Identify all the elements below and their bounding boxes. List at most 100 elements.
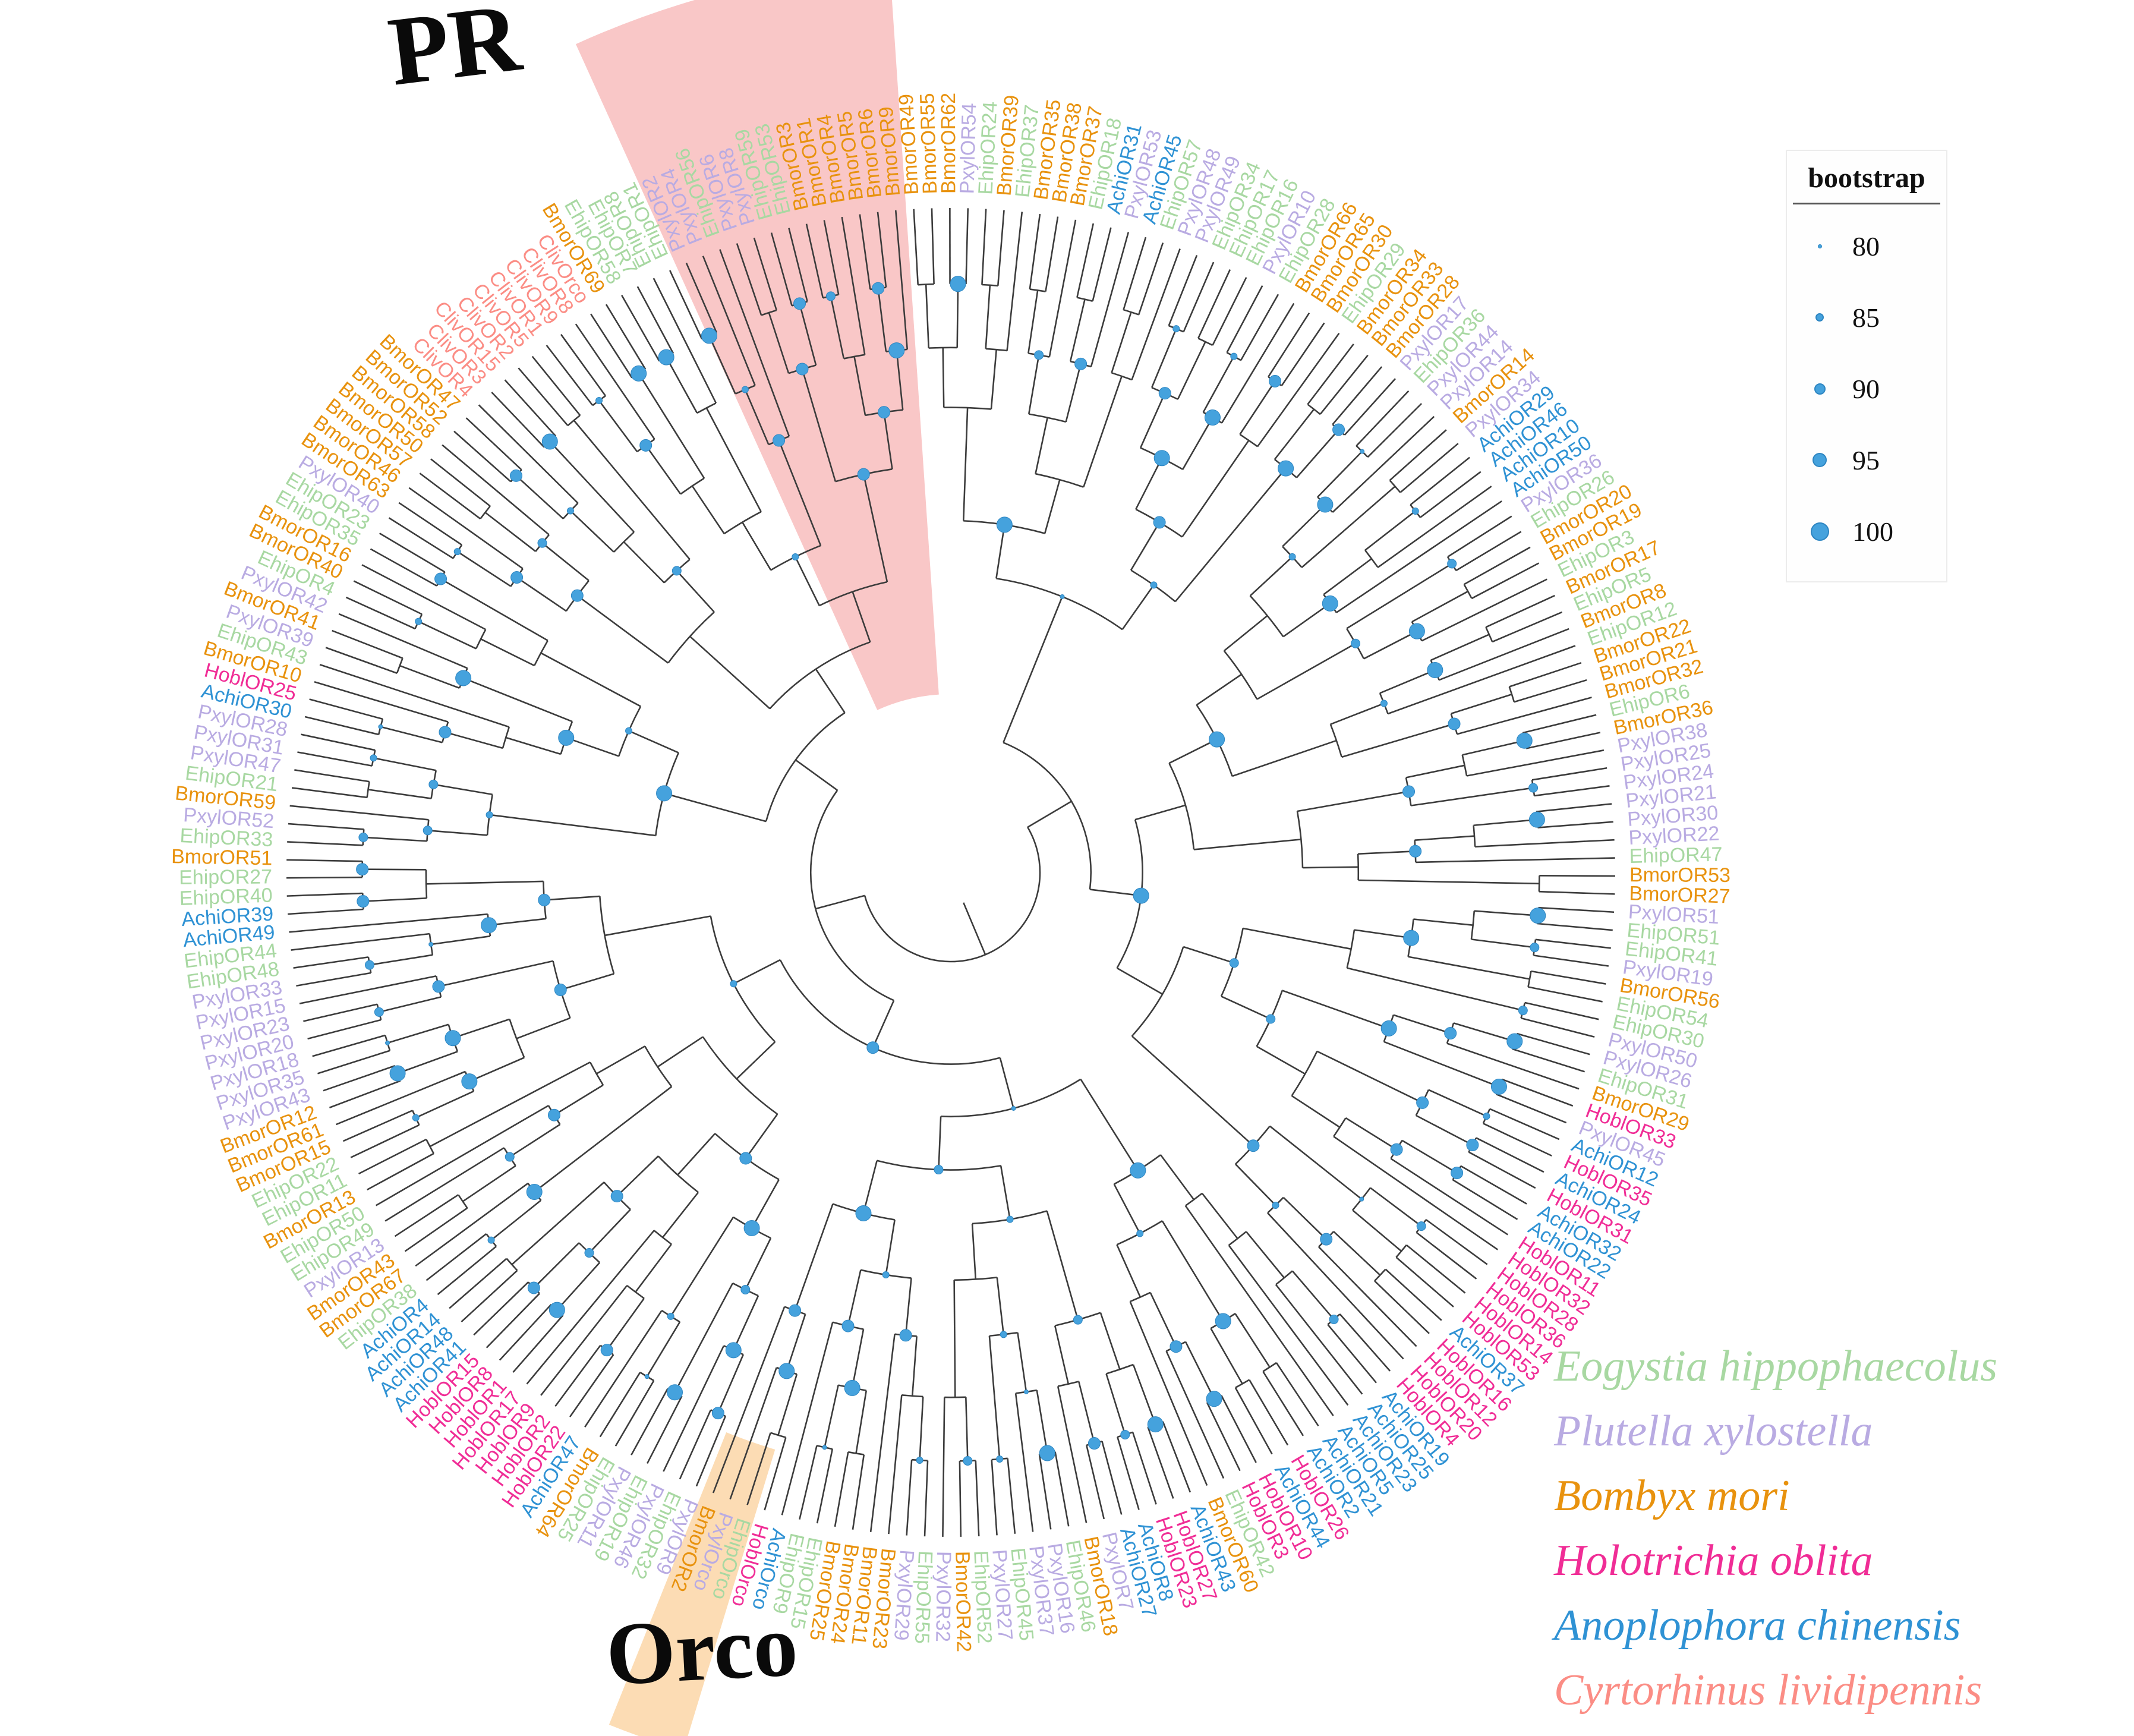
tree-edge-radial bbox=[999, 1057, 1014, 1109]
tree-edge-arc bbox=[425, 869, 428, 899]
bootstrap-node-dot bbox=[1380, 1020, 1397, 1036]
tree-edge-radial bbox=[1274, 408, 1315, 460]
bootstrap-node-dot bbox=[1427, 661, 1443, 678]
tree-edge-radial bbox=[1370, 1187, 1422, 1227]
tree-edge-radial bbox=[516, 576, 567, 612]
orco-clade-highlight bbox=[609, 1432, 776, 1736]
tree-edge-radial bbox=[1249, 556, 1293, 597]
bootstrap-node-dot bbox=[996, 1455, 1004, 1463]
bootstrap-node-dot bbox=[356, 863, 369, 876]
tree-edge-arc bbox=[1485, 626, 1493, 642]
tree-edge-radial bbox=[540, 652, 641, 707]
tree-edge-arc bbox=[696, 402, 717, 414]
bootstrap-node-dot bbox=[1483, 1113, 1490, 1120]
bootstrap-node-dot bbox=[667, 1384, 683, 1401]
tree-edge-radial bbox=[332, 629, 404, 659]
tree-edge-radial bbox=[556, 1262, 601, 1310]
tree-edge-radial bbox=[599, 1372, 641, 1438]
bootstrap-node-dot bbox=[374, 1007, 384, 1017]
bootstrap-node-dot bbox=[1380, 700, 1388, 707]
tree-edge-radial bbox=[1101, 1441, 1123, 1515]
tree-edge-radial bbox=[1341, 723, 1455, 758]
tree-edge-radial bbox=[1363, 631, 1417, 660]
tree-edge-radial bbox=[408, 487, 524, 569]
tree-edge-radial bbox=[1228, 1244, 1349, 1406]
tree-edge-radial bbox=[942, 1397, 945, 1537]
tree-edge-radial bbox=[1054, 1451, 1070, 1527]
tree-edge-radial bbox=[549, 441, 635, 533]
tree-edge-arc bbox=[1057, 1381, 1079, 1387]
tree-edge-arc bbox=[1296, 811, 1304, 868]
tree-edge-radial bbox=[1439, 628, 1569, 681]
tree-edge-radial bbox=[1036, 1390, 1048, 1454]
tree-edge-radial bbox=[1538, 906, 1615, 913]
bootstrap-node-dot bbox=[1416, 1221, 1426, 1231]
tree-edge-radial bbox=[1332, 415, 1435, 513]
tree-edge-radial bbox=[799, 1445, 818, 1520]
tree-edge-radial bbox=[398, 502, 462, 546]
tree-edge-radial bbox=[712, 1306, 786, 1494]
tree-edge-radial bbox=[433, 783, 493, 796]
tree-edge-radial bbox=[289, 805, 429, 821]
bootstrap-node-dot bbox=[739, 1152, 752, 1165]
tree-edge-radial bbox=[1184, 1205, 1334, 1416]
tree-edge-radial bbox=[1197, 269, 1231, 339]
tree-edge-radial bbox=[751, 1179, 780, 1229]
tree-edge-radial bbox=[1249, 1379, 1289, 1446]
tree-edge-radial bbox=[904, 1278, 912, 1335]
tree-edge-radial bbox=[1539, 874, 1615, 877]
bootstrap-node-dot bbox=[566, 507, 574, 515]
tree-edge-arc bbox=[425, 1139, 434, 1154]
tree-edge-radial bbox=[635, 1243, 672, 1293]
bootstrap-node-dot bbox=[625, 727, 633, 735]
tree-edge-arc bbox=[458, 1194, 468, 1209]
bootstrap-node-dot bbox=[1317, 496, 1334, 513]
tree-edge-radial bbox=[1027, 801, 1072, 828]
tree-edge-radial bbox=[1267, 1212, 1404, 1360]
tree-edge-radial bbox=[456, 551, 512, 587]
tree-edge-radial bbox=[419, 472, 481, 519]
tree-edge-radial bbox=[1537, 922, 1613, 931]
tree-edge-radial bbox=[614, 1380, 655, 1447]
tree-edge-radial bbox=[325, 647, 398, 674]
tree-edge-radial bbox=[462, 1165, 516, 1202]
tree-edge-radial bbox=[1377, 486, 1492, 568]
bootstrap-node-dot bbox=[1172, 325, 1180, 333]
tree-edge-radial bbox=[1281, 322, 1325, 386]
tree-edge-radial bbox=[1457, 697, 1592, 735]
tree-edge-arc bbox=[396, 658, 404, 674]
tree-edge-radial bbox=[745, 1237, 772, 1290]
tree-edge-arc bbox=[1333, 1117, 1347, 1137]
bootstrap-node-dot bbox=[1451, 1167, 1464, 1180]
bootstrap-node-dot bbox=[1060, 594, 1065, 599]
tree-edge-radial bbox=[293, 956, 369, 969]
tree-edge-radial bbox=[1447, 515, 1512, 558]
tree-edge-radial bbox=[676, 570, 715, 613]
tree-edge-radial bbox=[816, 1448, 834, 1524]
tree-edge-radial bbox=[991, 1459, 998, 1536]
tree-edge-radial bbox=[1411, 787, 1534, 806]
tree-edge-arc bbox=[589, 1061, 604, 1086]
tree-edge-radial bbox=[1117, 1436, 1140, 1510]
tree-edge-radial bbox=[384, 1147, 505, 1222]
tree-edge-radial bbox=[394, 1194, 459, 1237]
tree-edge-radial bbox=[795, 556, 820, 606]
tree-edge-radial bbox=[1405, 1244, 1466, 1294]
tree-edge-radial bbox=[1416, 857, 1615, 864]
tree-edge-radial bbox=[518, 367, 569, 426]
tree-edge-radial bbox=[985, 285, 991, 349]
tree-edge-arc bbox=[480, 505, 491, 519]
tree-edge-radial bbox=[1474, 910, 1538, 916]
bootstrap-node-dot bbox=[1136, 1230, 1144, 1237]
tree-edge-radial bbox=[1374, 1280, 1430, 1334]
tree-edge-radial bbox=[541, 542, 590, 581]
tree-edge-arc bbox=[985, 348, 1007, 352]
tree-edge-radial bbox=[1405, 764, 1465, 779]
bootstrap-node-dot bbox=[1506, 1033, 1523, 1050]
dot-cell bbox=[1787, 244, 1852, 248]
tree-edge-radial bbox=[490, 1199, 542, 1241]
orco-clade-label: Orco bbox=[603, 1595, 800, 1705]
tree-edge-radial bbox=[1489, 1108, 1560, 1140]
tree-edge-radial bbox=[531, 355, 581, 416]
tree-edge-radial bbox=[1256, 1045, 1306, 1075]
